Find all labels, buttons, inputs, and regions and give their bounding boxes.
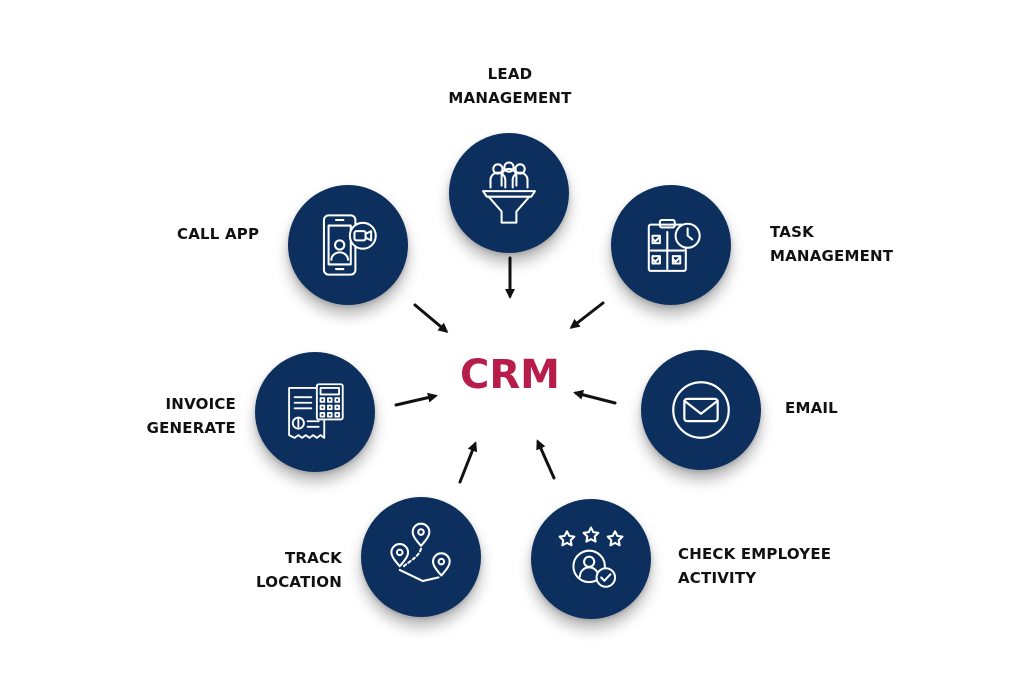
- track-location-node: [361, 497, 481, 617]
- envelope-icon: [672, 381, 730, 439]
- arrow-track: [458, 441, 478, 484]
- email-label: EMAIL: [785, 399, 838, 417]
- track-location-label: TRACK LOCATION: [256, 549, 342, 591]
- employee-activity-label: CHECK EMPLOYEE ACTIVITY: [678, 545, 832, 587]
- email-node: [641, 350, 761, 470]
- checklist-clock-icon: [647, 219, 701, 272]
- invoice-generate-label: INVOICE GENERATE: [146, 395, 236, 437]
- arrow-email: [573, 389, 617, 405]
- employee-activity-node: [531, 499, 651, 619]
- invoice-calculator-icon: [288, 383, 344, 439]
- arrow-task: [569, 301, 605, 329]
- call-app-label: CALL APP: [177, 225, 260, 243]
- arrow-employee: [536, 439, 556, 480]
- arrow-call: [413, 303, 449, 333]
- lead-management-label: LEAD MANAGEMENT: [448, 65, 572, 107]
- center-title: CRM: [460, 352, 560, 398]
- lead-management-node: [449, 133, 569, 253]
- call-app-node: [288, 185, 408, 305]
- invoice-generate-node: [255, 352, 375, 472]
- task-management-label: TASK MANAGEMENT: [770, 223, 894, 265]
- user-stars-check-icon: [558, 526, 624, 588]
- funnel-people-icon: [482, 161, 536, 224]
- map-pins-icon: [390, 522, 451, 583]
- arrow-invoice: [394, 392, 438, 407]
- task-management-node: [611, 185, 731, 305]
- phone-video-icon: [322, 214, 377, 276]
